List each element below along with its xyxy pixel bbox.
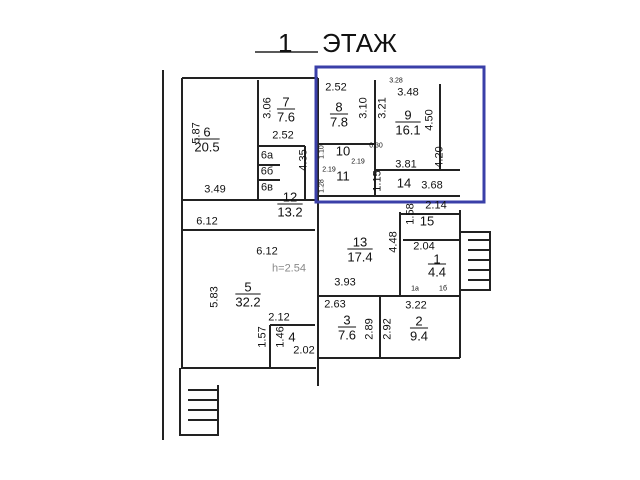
dim: 2.12 [268,311,290,324]
room-1-area: 4.4 [427,264,447,280]
dim: 2.63 [324,298,346,311]
dim: 2.89 [363,318,376,340]
room-3-number: 3 [343,312,351,328]
dim: 3.93 [334,276,356,289]
room-2-area: 9.4 [409,328,429,344]
dim: 4.35 [297,149,310,171]
dim: 2.92 [381,318,394,340]
room-4-number: 4 [288,329,296,345]
room-5-area: 32.2 [235,294,261,310]
room-3-area: 7.6 [337,327,357,343]
room-1b: 1б [439,285,447,293]
floor-title: ЭТАЖ [322,28,398,58]
dim: 4.48 [387,231,400,253]
dim: 1.15 [371,170,384,192]
dim: 3.48 [397,86,419,99]
room-1a: 1а [411,285,419,293]
room-1-number: 1 [433,251,441,267]
room-6-number: 6 [203,124,211,140]
dim: 4.20 [433,146,446,168]
dim: 6.12 [196,215,218,228]
dim: 1.58 [404,203,417,225]
ceiling-height: h=2.54 [272,262,306,275]
dim: 2.19 [322,166,336,174]
room-8-number: 8 [335,99,343,115]
room-8-area: 7.8 [329,114,349,130]
room-6v: 6в [261,181,273,194]
dim: 0.30 [369,142,383,150]
room-6-area: 20.5 [194,139,220,155]
room-15-number: 15 [419,213,435,229]
room-9-area: 16.1 [395,122,421,138]
dim: 3.68 [421,179,443,192]
dim: 2.52 [325,81,347,94]
room-6b: 6б [260,165,274,178]
dim: 3.49 [204,183,226,196]
floor-number: 1 [278,28,293,58]
dim: 3.28 [389,77,403,85]
room-6a: 6а [260,149,274,162]
room-5-number: 5 [244,279,252,295]
dim: 3.06 [261,97,274,119]
dim: 2.19 [351,158,365,166]
room-13-area: 17.4 [347,249,373,265]
room-11-number: 11 [336,168,350,184]
dim: 1.28 [318,179,326,193]
dim: 1.57 [256,326,269,348]
dim: 2.14 [425,199,447,212]
dim: 4.50 [423,109,436,131]
room-12-area: 13.2 [277,204,303,220]
dim: 3.10 [357,97,370,119]
room-7-number: 7 [282,94,290,110]
room-10-number: 10 [335,143,351,159]
dim: 2.02 [293,344,315,357]
dim: 3.21 [376,97,389,119]
dim: 3.81 [395,158,417,171]
dim: 3.22 [405,299,427,312]
room-9-number: 9 [404,107,412,123]
room-7-area: 7.6 [276,109,296,125]
dim: 5.83 [208,286,221,308]
room-2-number: 2 [415,313,423,329]
dim: 6.12 [256,245,278,258]
dim: 2.52 [272,129,294,142]
room-12-number: 12 [282,189,298,205]
dim: 1.10 [318,145,326,159]
room-13-number: 13 [352,234,368,250]
highlighted-area [314,65,486,204]
dim: 2.04 [413,240,435,253]
room-14-number: 14 [396,175,412,191]
dim: 1.46 [274,326,287,348]
dim: 5.87 [190,122,203,144]
